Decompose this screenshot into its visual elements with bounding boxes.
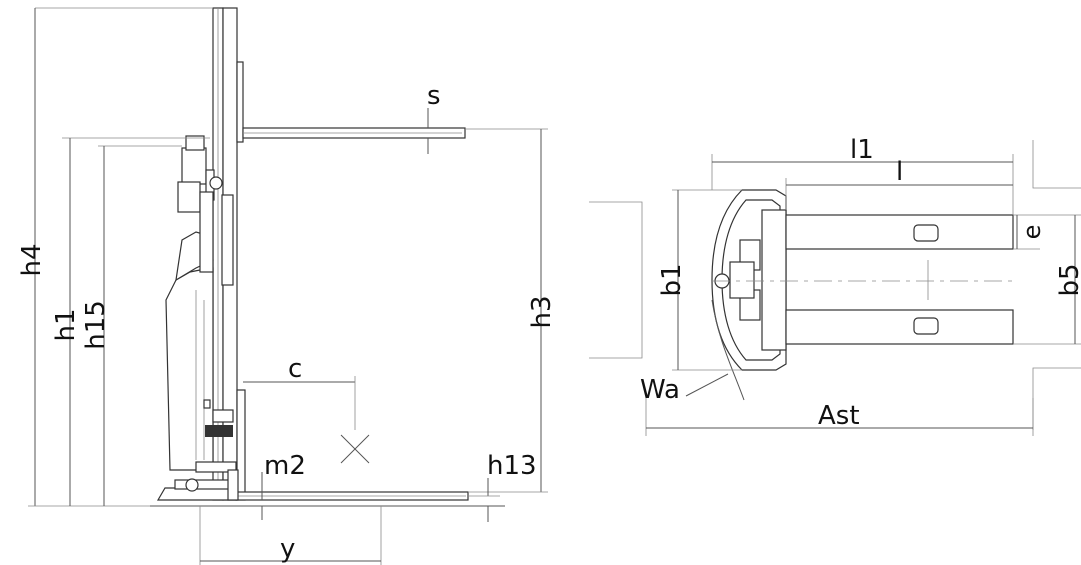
dimension-b5 (1013, 215, 1081, 345)
label-b5: b5 (1055, 263, 1081, 296)
label-h15: h15 (81, 300, 111, 350)
load-center-mark (340, 434, 370, 464)
turning-radius-arc (711, 299, 745, 401)
label-l: l (896, 157, 903, 187)
dimension-c (243, 376, 356, 430)
top-view: l1 l e b5 b1 Wa (589, 135, 1081, 436)
label-h13: h13 (487, 451, 537, 481)
dimension-h4 (28, 7, 213, 507)
dimension-wa (685, 373, 729, 397)
forks-top (785, 214, 1014, 345)
dimension-h13 (468, 478, 500, 522)
label-h1: h1 (51, 308, 81, 341)
label-s: s (427, 81, 441, 111)
side-view: h4 h1 h15 h3 s c (17, 7, 557, 565)
dimension-l (785, 178, 1013, 210)
raised-forks (242, 127, 466, 139)
base-and-forks (156, 469, 469, 501)
label-b1: b1 (657, 263, 687, 296)
label-m2: m2 (264, 451, 306, 481)
label-c: c (288, 354, 302, 384)
dimension-b1 (672, 189, 742, 371)
label-h4: h4 (17, 243, 47, 276)
label-l1: l1 (850, 135, 874, 165)
dimension-y (199, 506, 382, 565)
label-e: e (1018, 225, 1046, 240)
truck-body (165, 135, 237, 473)
dimension-e (1013, 214, 1081, 250)
label-ast: Ast (818, 401, 860, 431)
dimension-h1 (62, 137, 210, 506)
dimension-h3 (466, 128, 548, 493)
label-y: y (280, 534, 295, 564)
dimension-h15 (98, 145, 182, 506)
label-wa: Wa (640, 375, 680, 405)
chassis-top (711, 189, 1015, 371)
dimension-ast (645, 398, 1034, 436)
label-h3: h3 (527, 295, 557, 328)
